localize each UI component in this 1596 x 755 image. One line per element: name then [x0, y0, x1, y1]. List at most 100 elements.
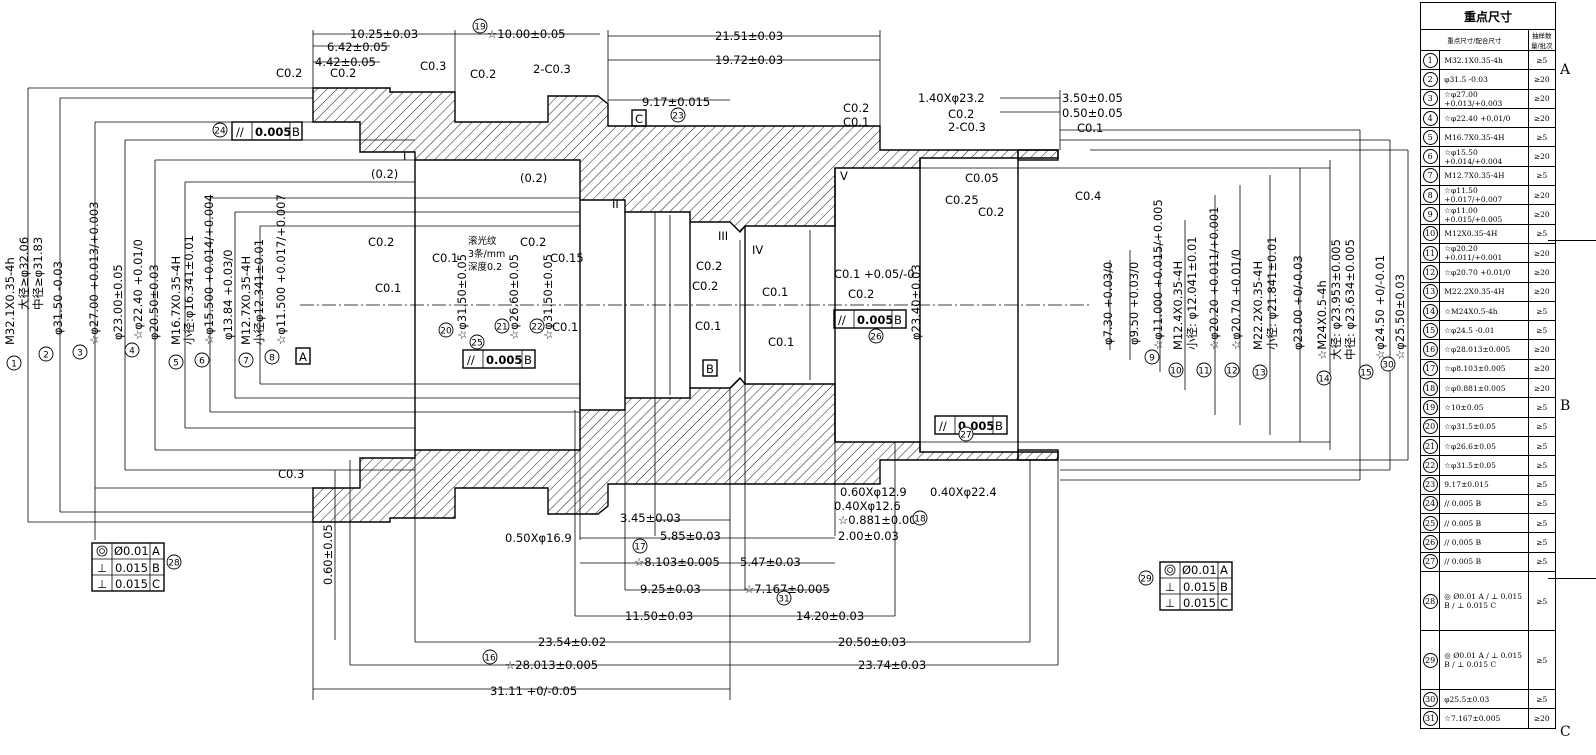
svg-text:☆φ25.50±0.03: ☆φ25.50±0.03	[1393, 274, 1407, 360]
svg-text:C0.2: C0.2	[848, 287, 874, 301]
svg-text:A: A	[152, 544, 160, 558]
svg-text:☆7.167±0.005: ☆7.167±0.005	[744, 582, 830, 596]
datum-A: A	[295, 347, 311, 365]
bore-lines	[414, 150, 1019, 460]
row-qty: ≥20	[1527, 262, 1557, 283]
dim-top-1: 10.25±0.03	[350, 27, 418, 41]
svg-text:小径:φ16.341±0.01: 小径:φ16.341±0.01	[182, 235, 196, 345]
balloon-26: 26	[868, 328, 884, 344]
view-IV: IV	[752, 243, 763, 257]
svg-text:大径≥φ32.06: 大径≥φ32.06	[17, 237, 31, 310]
row-number: 2	[1419, 69, 1441, 90]
balloon-13: 13	[1252, 364, 1268, 380]
svg-text:C0.05: C0.05	[965, 171, 999, 185]
row-qty: ≥5	[1527, 49, 1557, 71]
svg-text:C0.2: C0.2	[948, 107, 974, 121]
svg-text:0.015: 0.015	[1183, 596, 1216, 610]
svg-text:C0.1 +0.05/-0: C0.1 +0.05/-0	[834, 267, 915, 281]
view-III: III	[718, 229, 728, 243]
svg-text:C0.1: C0.1	[1077, 121, 1103, 135]
table-row: 9☆φ11.00 +0.015/+0.005≥20	[1419, 204, 1557, 225]
row-number: 24	[1419, 493, 1441, 515]
svg-text:C0.2: C0.2	[330, 66, 356, 80]
svg-text:φ9.50 +0.03/0: φ9.50 +0.03/0	[1127, 262, 1141, 345]
svg-text:4: 4	[129, 347, 135, 357]
view-V: V	[840, 169, 848, 183]
balloon-6: 6	[194, 352, 210, 368]
dim-top-5: 21.51±0.03	[715, 29, 783, 43]
row-number: 19	[1419, 397, 1441, 418]
svg-text:C: C	[152, 577, 160, 591]
row-qty: ≥5	[1527, 320, 1557, 341]
svg-text:C0.1: C0.1	[552, 320, 578, 334]
table-row: 25// 0.005 B≥5	[1419, 513, 1557, 534]
balloon-1: 1	[6, 355, 22, 371]
knurl-note-3: 深度0.2	[468, 261, 502, 273]
svg-text://: //	[838, 313, 846, 327]
zone-C: C	[1560, 724, 1571, 740]
row-number: 23	[1419, 474, 1441, 495]
svg-text:φ13.84 +0.03/0: φ13.84 +0.03/0	[221, 249, 235, 340]
svg-text:2-C0.3: 2-C0.3	[948, 120, 986, 134]
svg-text:13: 13	[1254, 369, 1265, 379]
balloon-24: 24	[212, 122, 228, 138]
svg-text:10: 10	[1170, 367, 1182, 377]
svg-text:B: B	[894, 313, 902, 327]
svg-text:0.005: 0.005	[255, 125, 291, 139]
svg-text:C0.1: C0.1	[843, 115, 869, 129]
table-row: 28◎ Ø0.01 A / ⊥ 0.015 B / ⊥ 0.015 C≥5	[1419, 571, 1557, 632]
table-row: 4☆φ22.40 +0.01/0≥20	[1419, 107, 1557, 129]
table-row: 6☆φ15.50 +0.014/+0.004≥20	[1419, 146, 1557, 167]
row-qty: ≥5	[1527, 455, 1557, 476]
row-spec: ☆φ22.40 +0.01/0	[1439, 107, 1529, 129]
balloon-30: 30	[1380, 356, 1396, 372]
svg-text:27: 27	[960, 431, 971, 441]
svg-text:C0.2: C0.2	[276, 66, 302, 80]
row-number-balloon: 25	[1422, 515, 1438, 531]
row-qty: ≥5	[1527, 630, 1557, 691]
table-row: 15☆φ24.5 -0.01≥5	[1419, 320, 1557, 341]
row-qty: ≥20	[1527, 708, 1557, 729]
row-spec: ☆φ24.5 -0.01	[1439, 320, 1529, 341]
svg-text:中径≥φ31.83: 中径≥φ31.83	[31, 237, 45, 310]
svg-text:φ23.00±0.05: φ23.00±0.05	[111, 264, 125, 340]
svg-text:⊥: ⊥	[97, 561, 107, 575]
row-qty: ≥5	[1527, 127, 1557, 148]
svg-text:23.54±0.02: 23.54±0.02	[538, 635, 606, 649]
svg-text:B: B	[1220, 580, 1228, 594]
svg-text:19: 19	[474, 23, 486, 33]
table-row: 22☆φ31.5±0.05≥5	[1419, 455, 1557, 476]
row-number: 1	[1419, 49, 1441, 71]
svg-text:☆φ26.60±0.05: ☆φ26.60±0.05	[507, 254, 521, 340]
svg-text:☆8.103±0.005: ☆8.103±0.005	[634, 555, 720, 569]
svg-text:φ20.50±0.03: φ20.50±0.03	[147, 264, 161, 340]
svg-text:M16.7X0.35-4H: M16.7X0.35-4H	[169, 256, 183, 345]
balloon-12: 12	[1224, 362, 1240, 378]
row-spec: M16.7X0.35-4H	[1439, 127, 1529, 148]
balloon-28: 28	[166, 554, 182, 570]
svg-text://: //	[467, 353, 475, 367]
row-number-balloon: 27	[1422, 554, 1438, 570]
svg-text:5.47±0.03: 5.47±0.03	[740, 555, 801, 569]
row-qty: ≥20	[1527, 69, 1557, 90]
composite-frame-29: Ø0.01 A ⊥ 0.015 B ⊥ 0.015 C	[1159, 561, 1233, 611]
row-spec: M12.7X0.35-4H	[1439, 165, 1529, 187]
balloon-8: 8	[264, 349, 280, 365]
svg-text:C: C	[1220, 596, 1228, 610]
row-number-balloon: 31	[1422, 710, 1438, 726]
row-number-balloon: 8	[1422, 187, 1438, 203]
row-qty: ≥20	[1527, 281, 1557, 302]
svg-text:0.40Xφ22.4: 0.40Xφ22.4	[930, 485, 997, 499]
row-qty: ≥5	[1527, 435, 1557, 457]
row-spec: M22.2X0.35-4H	[1439, 281, 1529, 302]
svg-text:C0.2: C0.2	[692, 279, 718, 293]
table-row: 12☆φ20.70 +0.01/0≥20	[1419, 262, 1557, 283]
row-spec: ☆10±0.05	[1439, 397, 1529, 418]
row-number: 9	[1419, 204, 1441, 225]
svg-text:Ø0.01: Ø0.01	[1182, 563, 1217, 577]
svg-text:24: 24	[214, 127, 226, 137]
row-qty: ≥5	[1527, 300, 1557, 322]
svg-text:Ø0.01: Ø0.01	[114, 544, 149, 558]
row-qty: ≥5	[1527, 551, 1557, 573]
row-number: 16	[1419, 339, 1441, 360]
